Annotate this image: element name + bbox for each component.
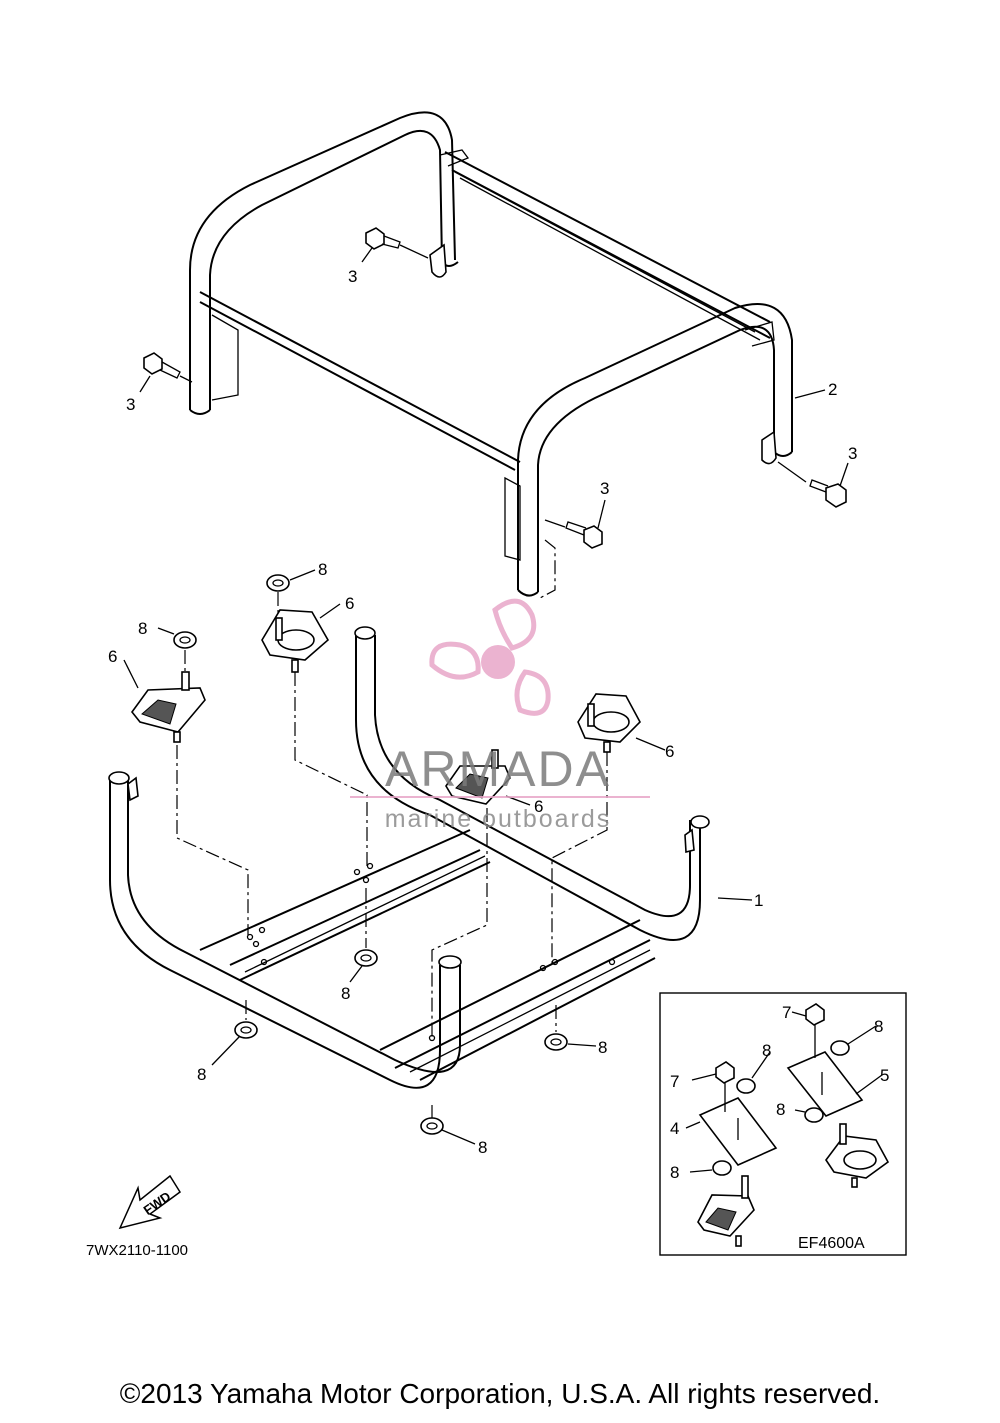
callout-8f: 8 xyxy=(762,1041,771,1060)
callout-4: 4 xyxy=(670,1119,679,1138)
callout-8g: 8 xyxy=(776,1100,785,1119)
callout-6c: 6 xyxy=(665,742,674,761)
bolt-icon-center xyxy=(544,519,603,549)
fwd-arrow-icon: FWD xyxy=(118,1174,182,1230)
watermark-title: ARMADA xyxy=(385,741,611,797)
callout-8d: 8 xyxy=(197,1065,206,1084)
callout-7a: 7 xyxy=(782,1003,791,1022)
nut-icon-5 xyxy=(544,1033,568,1051)
callout-5: 5 xyxy=(880,1066,889,1085)
callout-6b: 6 xyxy=(108,647,117,666)
callout-8c: 8 xyxy=(341,984,350,1003)
rubber-mount-icon-4 xyxy=(577,693,641,753)
nut-group xyxy=(173,574,568,1135)
callout-3b: 3 xyxy=(126,395,135,414)
watermark-subtitle: marine outboards xyxy=(385,805,612,833)
nut-icon-1 xyxy=(173,631,197,649)
callout-8a: 8 xyxy=(318,560,327,579)
bolt-icon-upper xyxy=(365,227,429,259)
nut-icon-6 xyxy=(420,1117,444,1135)
upper-frame xyxy=(189,111,793,597)
propeller-logo-icon xyxy=(429,598,551,716)
callout-7b: 7 xyxy=(670,1072,679,1091)
callout-8h: 8 xyxy=(670,1163,679,1182)
rubber-mount-icon-3 xyxy=(445,749,511,805)
callout-3c: 3 xyxy=(600,479,609,498)
callout-6a: 6 xyxy=(345,594,354,613)
nut-icon-4 xyxy=(234,1021,258,1039)
bolt-group xyxy=(143,227,847,549)
leader-lines xyxy=(123,247,849,1145)
inset-code: EF4600A xyxy=(798,1235,865,1252)
assembly-lines xyxy=(176,539,608,1118)
copyright-notice: ©2013 Yamaha Motor Corporation, U.S.A. A… xyxy=(119,1378,881,1409)
watermark: ARMADA marine outboards xyxy=(350,598,650,833)
rubber-mount-icon-1 xyxy=(130,671,206,743)
callout-8j: 8 xyxy=(478,1138,487,1157)
callout-8b: 8 xyxy=(138,619,147,638)
lower-frame xyxy=(108,626,710,1089)
bolt-icon-right xyxy=(777,461,847,508)
nut-icon-3 xyxy=(354,949,378,967)
bolt-icon-left xyxy=(143,352,193,383)
rubber-mount-icon-2 xyxy=(261,609,330,673)
callout-8e: 8 xyxy=(874,1017,883,1036)
inset-detail: 7 8 7 8 5 8 4 8 EF4600A xyxy=(659,992,907,1256)
diagram-code: 7WX2110-1100 xyxy=(86,1242,188,1259)
callout-2: 2 xyxy=(828,380,837,399)
nut-icon-2 xyxy=(266,574,290,592)
callout-6d: 6 xyxy=(534,797,543,816)
callout-3a: 3 xyxy=(348,267,357,286)
callout-3d: 3 xyxy=(848,444,857,463)
callout-1: 1 xyxy=(754,891,763,910)
callout-labels: 3 3 3 3 2 1 8 8 6 6 6 6 8 8 8 8 xyxy=(108,267,857,1157)
callout-8i: 8 xyxy=(598,1038,607,1057)
